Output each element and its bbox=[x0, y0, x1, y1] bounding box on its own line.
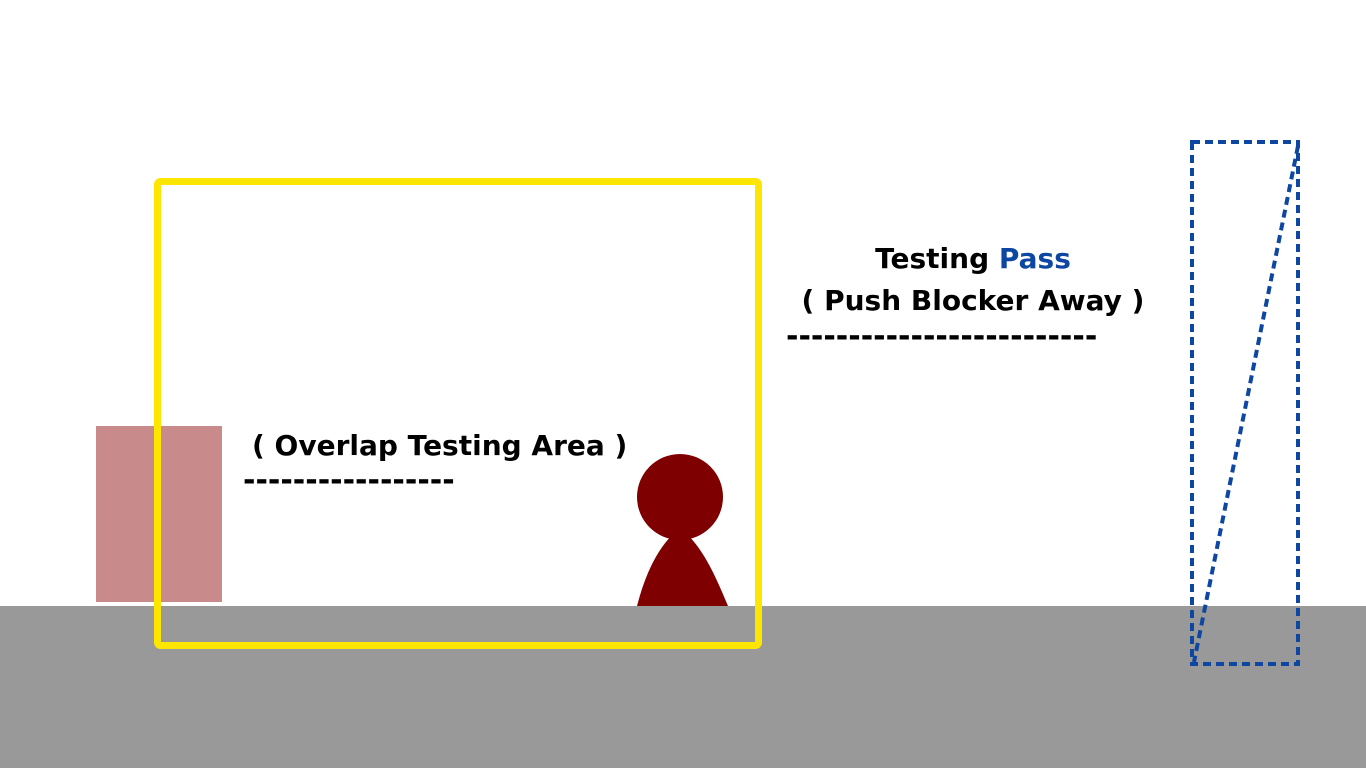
overlap-testing-area-border bbox=[154, 178, 762, 649]
pass-title: Testing Pass bbox=[784, 242, 1162, 275]
ground-platform bbox=[0, 606, 1366, 768]
pass-underline-dashes: ------------------------- bbox=[786, 319, 1098, 354]
pass-trigger-diagonal bbox=[1192, 145, 1300, 663]
player-character-icon[interactable] bbox=[637, 454, 728, 606]
overlap-testing-area-label: ( Overlap Testing Area ) bbox=[252, 429, 628, 462]
pass-trigger-zone-icon bbox=[1190, 140, 1300, 666]
overlap-underline-dashes: ----------------- bbox=[243, 463, 455, 498]
pass-trigger-zone bbox=[1190, 140, 1300, 666]
pass-subtitle: ( Push Blocker Away ) bbox=[801, 284, 1145, 317]
player-head bbox=[637, 454, 723, 540]
player-body bbox=[637, 528, 728, 606]
blocker-box[interactable] bbox=[96, 426, 222, 602]
pass-title-accent: Pass bbox=[998, 242, 1071, 275]
pass-title-prefix: Testing bbox=[875, 242, 999, 275]
